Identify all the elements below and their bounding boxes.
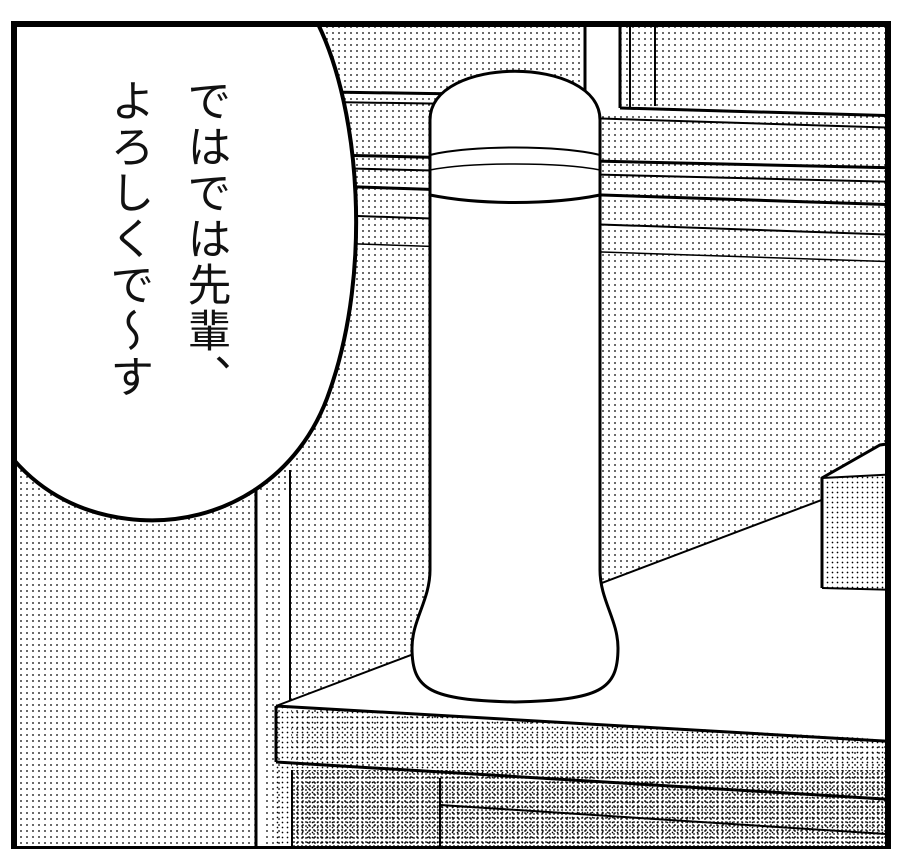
panel-margin-right (891, 0, 901, 849)
panel-margin-top (0, 0, 901, 20)
bottle (410, 69, 620, 704)
left-wall (14, 470, 256, 849)
speech-bubble: ではでは先輩、 よろしくで～す (12, 22, 359, 523)
bubble-line-1: ではでは先輩、 (180, 78, 231, 400)
window-frame (583, 24, 901, 129)
bubble-line-2: よろしくで～す (103, 78, 154, 400)
panel-margin-left (0, 0, 10, 849)
